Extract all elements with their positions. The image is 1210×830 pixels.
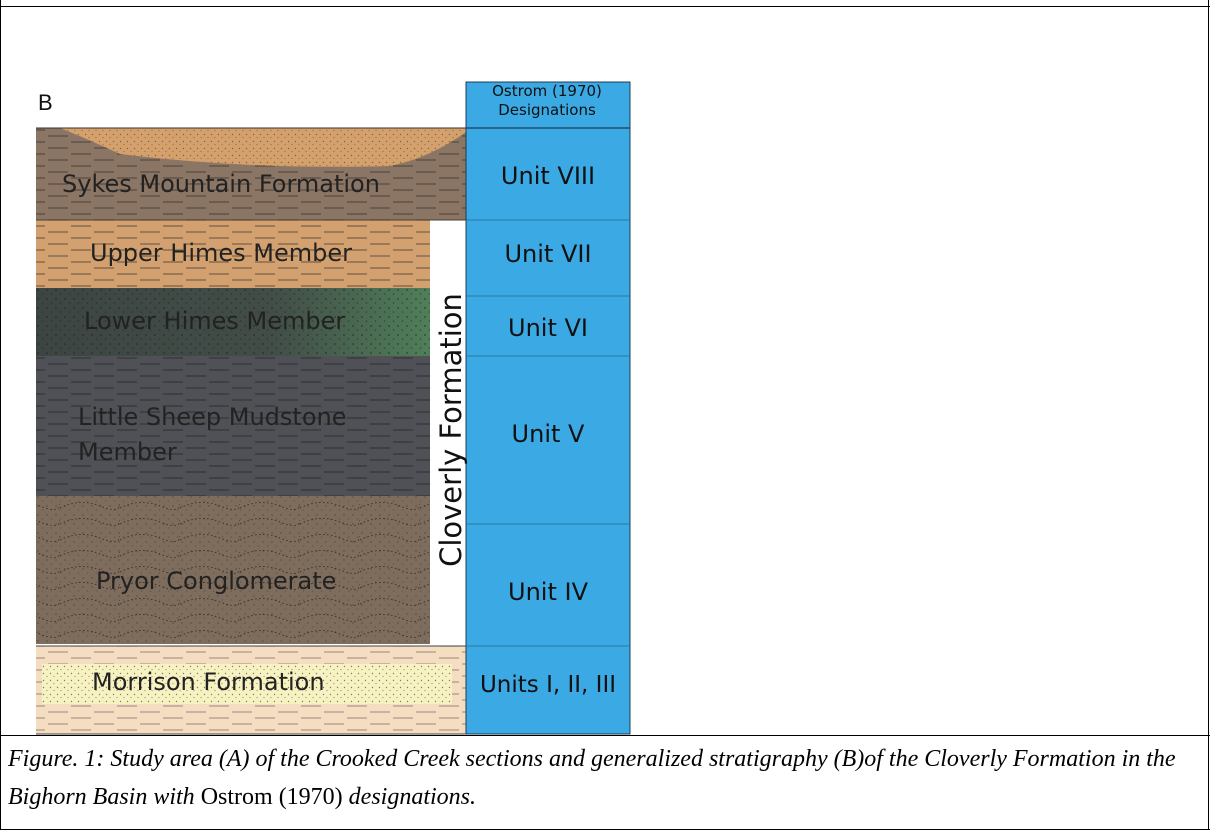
unit-label-i-ii-iii: Units I, II, III bbox=[479, 672, 617, 698]
frame-right-border bbox=[1208, 0, 1209, 830]
caption-citation: Ostrom (1970) bbox=[200, 784, 343, 810]
layer-label-text-2: Member bbox=[78, 437, 177, 466]
layer-label-morrison: Morrison Formation bbox=[92, 665, 325, 700]
figure-caption: Figure. 1: Study area (A) of the Crooked… bbox=[8, 740, 1188, 816]
layer-label-little-sheep: Little Sheep Mudstone Member bbox=[78, 400, 347, 470]
ostrom-header-line2: Designations bbox=[498, 101, 596, 119]
stratigraphy-figure: B Ostrom (1970) Designations Sykes Mount… bbox=[0, 0, 640, 740]
layer-label-text: Pryor Conglomerate bbox=[96, 567, 337, 595]
layer-label-upper-himes: Upper Himes Member bbox=[90, 236, 352, 271]
unit-label-iv: Unit IV bbox=[508, 578, 588, 606]
stratigraphic-column bbox=[36, 81, 631, 735]
layer-label-text: Upper Himes Member bbox=[90, 239, 353, 267]
layer-label-text: Lower Himes Member bbox=[84, 307, 346, 335]
unit-column bbox=[465, 81, 631, 735]
frame-left-border bbox=[0, 0, 1, 830]
ostrom-header-line1: Ostrom (1970) bbox=[492, 82, 602, 100]
unit-label-viii: Unit VIII bbox=[500, 162, 596, 190]
layer-label-sykes: Sykes Mountain Formation bbox=[62, 167, 380, 202]
unit-label-vii: Unit VII bbox=[504, 240, 592, 268]
panel-letter: B bbox=[38, 90, 53, 115]
unit-label-v: Unit V bbox=[511, 420, 585, 448]
cloverly-bracket bbox=[431, 221, 465, 645]
caption-italic-end: designations. bbox=[342, 784, 477, 810]
unit-label-vi: Unit VI bbox=[508, 314, 588, 342]
layer-label-lower-himes: Lower Himes Member bbox=[84, 304, 345, 339]
layer-label-text: Little Sheep Mudstone bbox=[78, 403, 347, 431]
layer-label-text: Morrison Formation bbox=[92, 668, 325, 696]
frame-top-border bbox=[0, 6, 1210, 7]
caption-top-border bbox=[0, 735, 1210, 736]
cloverly-label-text: Cloverly Formation bbox=[434, 293, 468, 567]
ostrom-header: Ostrom (1970) Designations bbox=[466, 82, 628, 128]
layer-label-pryor: Pryor Conglomerate bbox=[96, 564, 336, 599]
caption-italic-part: Figure. 1: Study area (A) of the Crooked… bbox=[8, 746, 1176, 810]
layer-label-text: Sykes Mountain Formation bbox=[62, 170, 380, 198]
